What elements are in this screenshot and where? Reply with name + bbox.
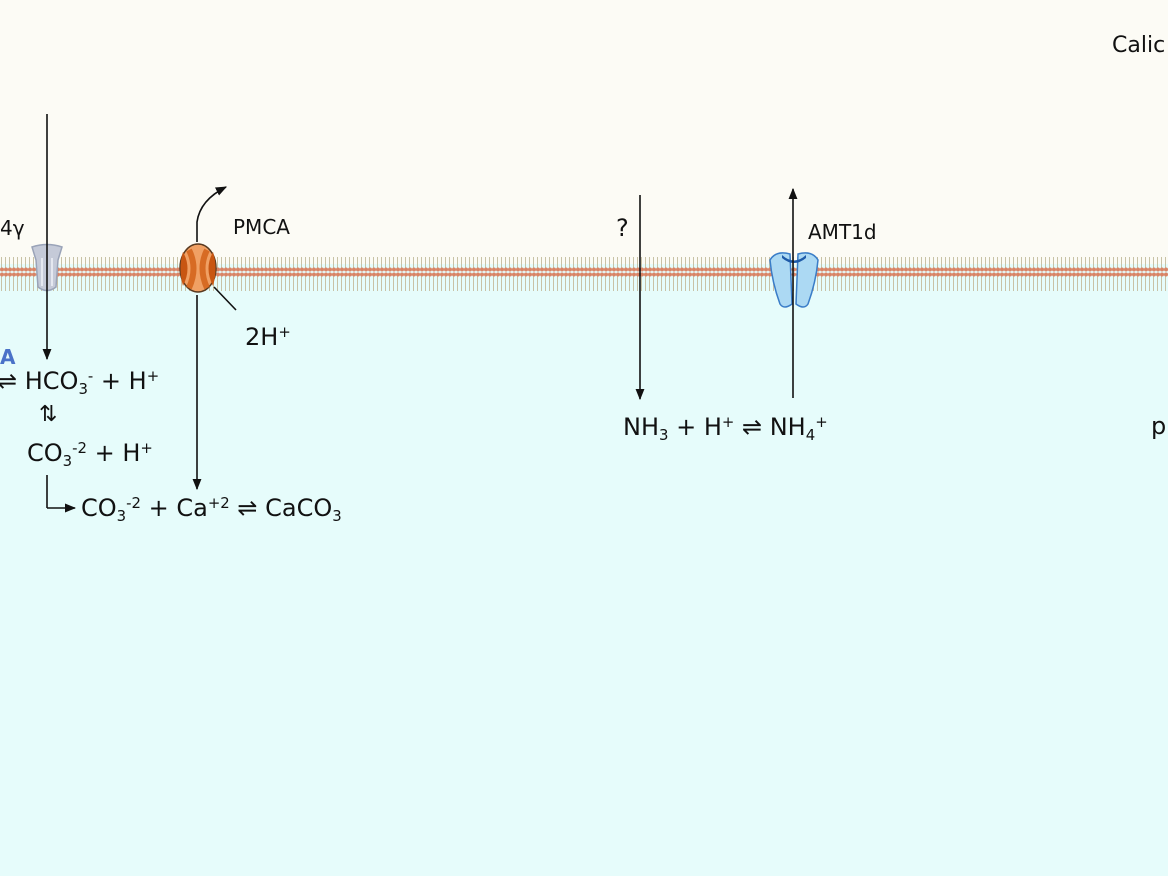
lipid-bilayer (0, 257, 1168, 291)
amt1d-label: AMT1d (808, 220, 877, 244)
enzyme-label: A (0, 345, 16, 369)
unknown-transport-label: ? (616, 214, 629, 242)
amt1d-channel-icon (769, 252, 819, 308)
pmca-label: PMCA (233, 215, 290, 239)
region-label: Calic (1112, 33, 1166, 58)
transporter-label: 4γ (0, 216, 25, 240)
calicoblastic-space (0, 0, 1168, 264)
ammonia-equation: NH3 + H+ ⇌ NH4+ (623, 412, 828, 445)
right-edge-label: p (1151, 412, 1167, 440)
pmca-efflux-arrow (196, 186, 228, 242)
carbonate-equation: CO3-2 + H+ (27, 438, 153, 471)
pmca-proton-line (213, 286, 237, 311)
cytoplasm (0, 264, 1168, 876)
bicarbonate-equation: ⇌ HCO3- + H+ (0, 366, 160, 399)
calcification-equation: CO3-2 + Ca+2 ⇌ CaCO3 (81, 493, 342, 526)
pmca-pump-icon (179, 243, 217, 293)
two-protons-label: 2H+ (245, 322, 291, 351)
equilibrium-arrows: ⇅ (39, 402, 58, 427)
